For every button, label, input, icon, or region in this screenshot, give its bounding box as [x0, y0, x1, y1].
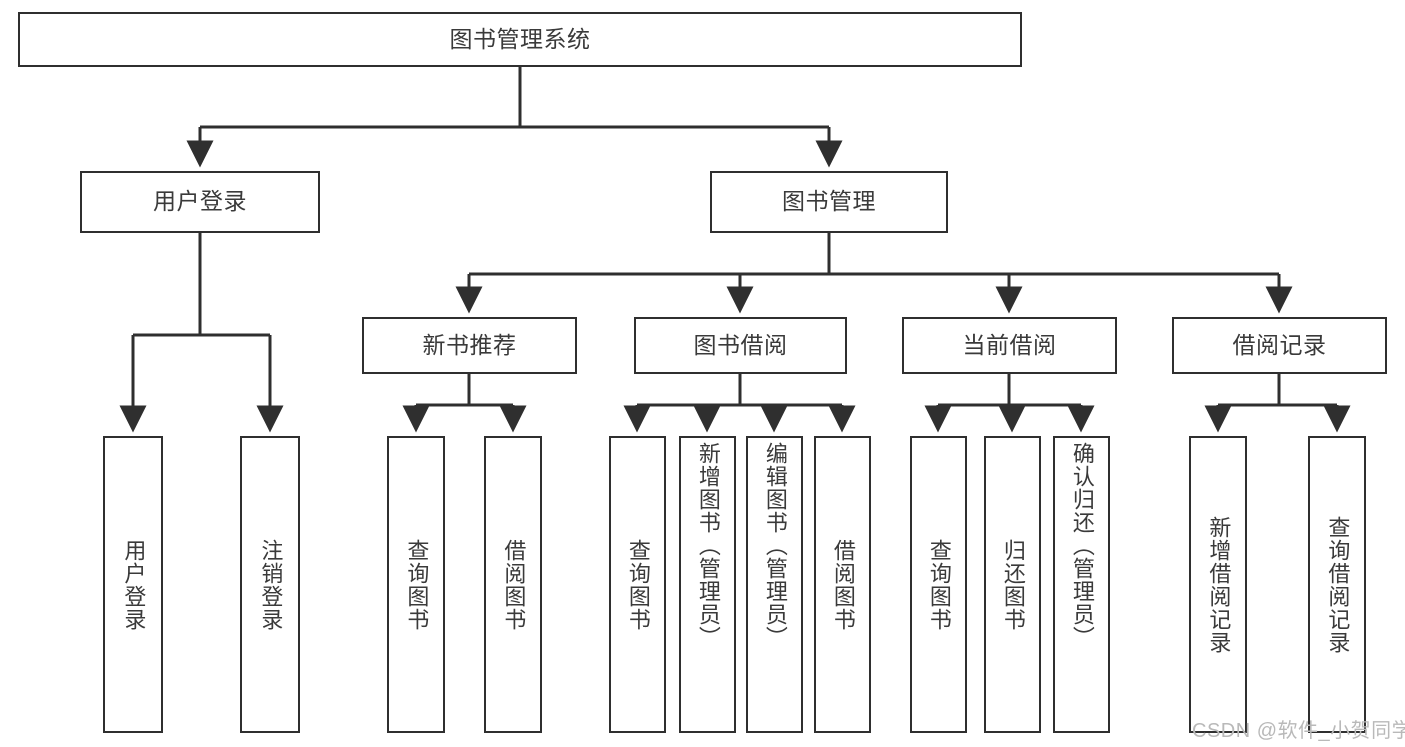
- leaf-label-wrap: 确认归还（管理员）: [1055, 438, 1108, 735]
- node-current-borrow[interactable]: 当前借阅: [902, 317, 1117, 374]
- node-leaf-add-record[interactable]: 新增借阅记录: [1189, 436, 1247, 733]
- node-leaf-query-book-3[interactable]: 查询图书: [910, 436, 967, 733]
- leaf-label: 查询借阅记录: [1325, 515, 1351, 654]
- leaf-label: 归还图书: [1000, 538, 1026, 631]
- node-book-borrow[interactable]: 图书借阅: [634, 317, 847, 374]
- node-leaf-query-book-2[interactable]: 查询图书: [609, 436, 666, 733]
- leaf-label: 确认归还（管理员）: [1069, 442, 1095, 649]
- leaf-label: 注销登录: [258, 538, 284, 631]
- node-leaf-logout[interactable]: 注销登录: [240, 436, 300, 733]
- node-leaf-edit-book[interactable]: 编辑图书（管理员）: [746, 436, 803, 733]
- leaf-label: 编辑图书（管理员）: [762, 442, 788, 649]
- leaf-label: 查询图书: [926, 538, 952, 631]
- leaf-label: 新增图书（管理员）: [695, 442, 721, 649]
- edge-currentborrow-to-leaves: [924, 374, 1095, 433]
- node-leaf-add-book[interactable]: 新增图书（管理员）: [679, 436, 736, 733]
- node-leaf-user-login[interactable]: 用户登录: [103, 436, 163, 733]
- csdn-watermark: CSDN @软件_小贺同学: [1192, 720, 1405, 742]
- leaf-label-wrap: 借阅图书: [816, 438, 869, 731]
- leaf-label-wrap: 借阅图书: [486, 438, 540, 731]
- edge-bookmanage-to-level3: [455, 233, 1293, 314]
- leaf-label: 借阅图书: [830, 538, 856, 631]
- node-leaf-query-book-1[interactable]: 查询图书: [387, 436, 445, 733]
- node-book-manage[interactable]: 图书管理: [710, 171, 948, 233]
- leaf-label: 查询图书: [625, 538, 651, 631]
- leaf-label: 新增借阅记录: [1206, 515, 1232, 654]
- node-root[interactable]: 图书管理系统: [18, 12, 1022, 67]
- node-borrow-record[interactable]: 借阅记录: [1172, 317, 1387, 374]
- leaf-label-wrap: 查询借阅记录: [1310, 438, 1364, 731]
- node-user-login[interactable]: 用户登录: [80, 171, 320, 233]
- node-leaf-query-record[interactable]: 查询借阅记录: [1308, 436, 1366, 733]
- leaf-label-wrap: 新增借阅记录: [1191, 438, 1245, 731]
- edge-newbook-to-leaves: [402, 374, 527, 433]
- edge-root-to-level2: [186, 67, 843, 168]
- edge-bookborrow-to-leaves: [623, 374, 856, 433]
- leaf-label-wrap: 查询图书: [611, 438, 664, 731]
- leaf-label: 借阅图书: [501, 538, 527, 631]
- node-leaf-return-book[interactable]: 归还图书: [984, 436, 1041, 733]
- leaf-label-wrap: 注销登录: [242, 438, 298, 731]
- edge-userlogin-to-leaves: [119, 233, 284, 433]
- leaf-label-wrap: 新增图书（管理员）: [681, 438, 734, 735]
- leaf-label-wrap: 编辑图书（管理员）: [748, 438, 801, 735]
- node-leaf-borrow-book-1[interactable]: 借阅图书: [484, 436, 542, 733]
- leaf-label-wrap: 查询图书: [389, 438, 443, 731]
- leaf-label-wrap: 用户登录: [105, 438, 161, 731]
- node-new-book-recommend[interactable]: 新书推荐: [362, 317, 577, 374]
- edge-borrowrecord-to-leaves: [1204, 374, 1351, 433]
- leaf-label: 用户登录: [121, 538, 147, 631]
- node-leaf-confirm-return[interactable]: 确认归还（管理员）: [1053, 436, 1110, 733]
- leaf-label-wrap: 查询图书: [912, 438, 965, 731]
- leaf-label: 查询图书: [404, 538, 430, 631]
- node-leaf-borrow-book-2[interactable]: 借阅图书: [814, 436, 871, 733]
- leaf-label-wrap: 归还图书: [986, 438, 1039, 731]
